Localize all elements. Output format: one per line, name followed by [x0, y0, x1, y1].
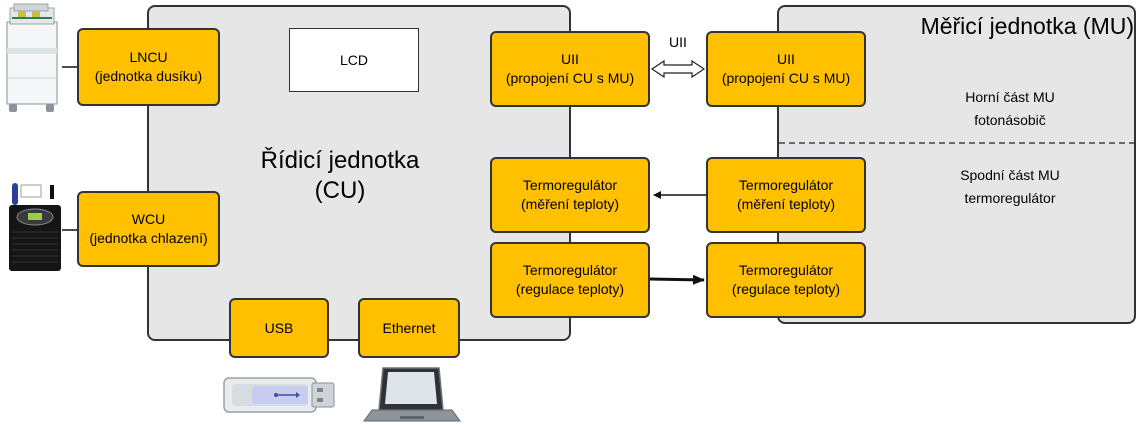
thermo-regulate-cu-title: Termoregulátor	[522, 262, 618, 278]
mu-upper-part-line2: fotonásobič	[974, 112, 1046, 128]
measuring-unit-title: Měřicí jednotka (MU)	[870, 12, 1134, 40]
uii-link-label: UII	[660, 34, 696, 50]
usb-stick-icon	[223, 377, 335, 413]
lcd-label: LCD	[339, 52, 368, 68]
thermo-regulate-cu-block: Termoregulátor (regulace teploty)	[490, 242, 650, 318]
mu-upper-part-line1: Horní část MU	[965, 89, 1055, 105]
mu-upper-part-label: Horní část MU fotonásobič	[930, 86, 1090, 132]
thermo-measure-mu-title: Termoregulátor	[738, 177, 834, 193]
thermo-regulate-mu-block: Termoregulátor (regulace teploty)	[706, 242, 866, 318]
thermo-measure-cu-title: Termoregulátor	[522, 177, 618, 193]
wcu-block: WCU (jednotka chlazení)	[77, 191, 220, 267]
uii-link-label-text: UII	[669, 34, 687, 50]
uii-mu-subtitle: (propojení CU s MU)	[721, 70, 851, 86]
thermo-measure-mu-subtitle: (měření teploty)	[736, 196, 836, 212]
cooling-unit-icon	[9, 183, 61, 271]
thermo-measure-cu-subtitle: (měření teploty)	[520, 196, 620, 212]
nitrogen-unit-icon	[6, 3, 58, 112]
thermo-measure-mu-block: Termoregulátor (měření teploty)	[706, 157, 866, 233]
uii-mu-block: UII (propojení CU s MU)	[706, 31, 866, 107]
ethernet-block: Ethernet	[358, 298, 460, 358]
thermo-regulate-mu-subtitle: (regulace teploty)	[731, 281, 841, 297]
ethernet-label: Ethernet	[382, 319, 436, 336]
measuring-unit-title-text: Měřicí jednotka (MU)	[920, 13, 1134, 39]
thermo-measure-cu-block: Termoregulátor (měření teploty)	[490, 157, 650, 233]
control-unit-title-line2: (CU)	[314, 177, 366, 204]
mu-lower-part-line1: Spodní část MU	[960, 167, 1060, 183]
usb-label: USB	[264, 319, 294, 336]
control-unit-title: Řídicí jednotka (CU)	[220, 146, 460, 206]
wcu-subtitle: (jednotka chlazení)	[89, 230, 208, 246]
mu-lower-part-label: Spodní část MU termoregulátor	[930, 164, 1090, 210]
lcd-display: LCD	[289, 28, 419, 92]
thermo-regulate-cu-subtitle: (regulace teploty)	[515, 281, 625, 297]
regulate-arrow	[649, 274, 705, 285]
uii-mu-title: UII	[777, 51, 795, 67]
laptop-icon	[363, 367, 461, 422]
lncu-block: LNCU (jednotka dusíku)	[77, 28, 220, 106]
uii-double-arrow	[650, 59, 706, 79]
mu-lower-part-line2: termoregulátor	[964, 190, 1056, 206]
thermo-regulate-mu-title: Termoregulátor	[738, 262, 834, 278]
wcu-title: WCU	[131, 211, 166, 227]
uii-cu-subtitle: (propojení CU s MU)	[505, 70, 635, 86]
lncu-title: LNCU	[129, 49, 168, 65]
control-unit-title-line1: Řídicí jednotka	[260, 147, 420, 174]
uii-cu-title: UII	[561, 51, 579, 67]
usb-block: USB	[229, 298, 329, 358]
lncu-subtitle: (jednotka dusíku)	[94, 68, 203, 84]
uii-cu-block: UII (propojení CU s MU)	[490, 31, 650, 107]
